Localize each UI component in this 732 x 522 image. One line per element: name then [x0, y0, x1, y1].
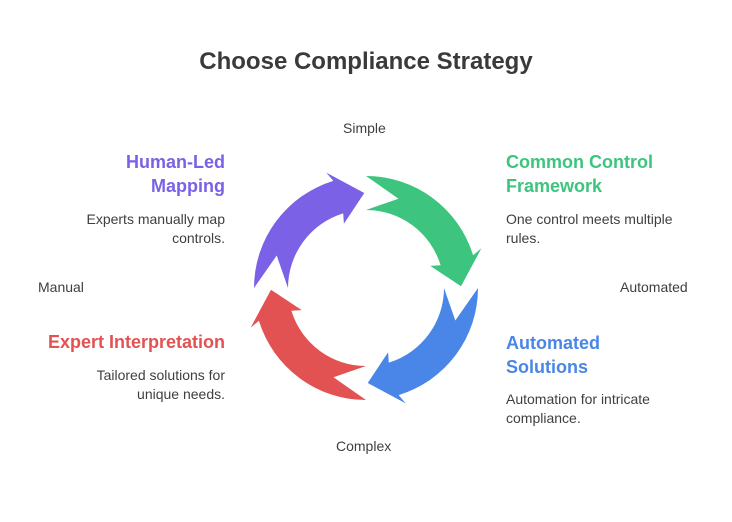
quadrant-expert-desc: Tailored solutions for unique needs.	[96, 367, 225, 402]
segment-common-control	[366, 176, 482, 287]
segment-automated	[367, 288, 478, 404]
quadrant-common-control-title: Common Control Framework	[506, 152, 653, 196]
quadrant-human-led-title: Human-Led Mapping	[126, 152, 225, 196]
axis-label-right: Automated	[620, 279, 688, 295]
quadrant-automated-desc: Automation for intricate compliance.	[506, 391, 650, 426]
quadrant-expert-title: Expert Interpretation	[47, 332, 225, 352]
quadrant-human-led-desc: Experts manually map controls.	[86, 211, 225, 246]
axis-label-bottom: Complex	[336, 438, 392, 454]
quadrant-common-control-desc: One control meets multiple rules.	[506, 211, 673, 246]
segment-human-led	[254, 172, 365, 288]
diagram-title: Choose Compliance Strategy	[199, 48, 533, 75]
axis-label-top: Simple	[343, 120, 386, 136]
axis-label-left: Manual	[38, 279, 84, 295]
quadrant-automated-title: Automated Solutions	[506, 333, 600, 377]
segment-expert	[250, 289, 366, 400]
